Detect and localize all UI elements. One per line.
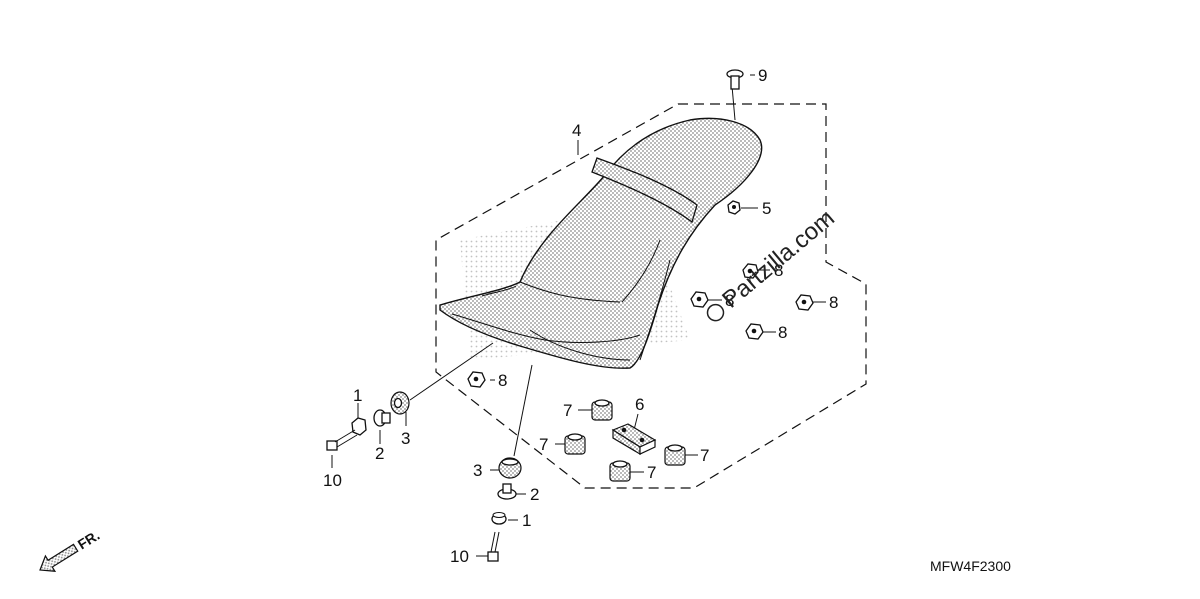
fastener-group-left bbox=[326, 391, 410, 451]
rubber-7-b bbox=[564, 433, 586, 455]
callout-6: 6 bbox=[635, 395, 644, 414]
nut-5 bbox=[727, 200, 741, 215]
bracket-6 bbox=[611, 423, 657, 456]
callout-7-a: 7 bbox=[563, 401, 572, 420]
washer-1-b bbox=[491, 512, 507, 525]
callout-10-b: 10 bbox=[450, 547, 469, 566]
washer-1-a bbox=[351, 417, 367, 436]
grommet-3-b bbox=[498, 457, 522, 479]
rubbers-7 bbox=[564, 399, 686, 482]
leader-lines bbox=[331, 74, 826, 557]
callout-7-c: 7 bbox=[647, 463, 656, 482]
bolt-10-a bbox=[326, 429, 358, 451]
callout-8-b: 8 bbox=[725, 291, 734, 310]
bolt-9 bbox=[726, 69, 744, 90]
callout-2-a: 2 bbox=[375, 444, 384, 463]
callout-8-d: 8 bbox=[778, 323, 787, 342]
callout-8-c: 8 bbox=[829, 293, 838, 312]
bolt-10-b bbox=[487, 531, 500, 562]
rubber-7-a bbox=[591, 399, 613, 421]
watermark: Partzilla.com bbox=[706, 205, 840, 322]
callout-1-b: 1 bbox=[522, 511, 531, 530]
rubber-7-d bbox=[664, 444, 686, 466]
collar-2-a bbox=[373, 409, 391, 427]
seat bbox=[439, 117, 763, 369]
nut-8-d bbox=[745, 323, 764, 340]
callout-5: 5 bbox=[762, 199, 771, 218]
fastener-group-bottom bbox=[487, 457, 522, 562]
callout-3-a: 3 bbox=[401, 429, 410, 448]
assembly-outline bbox=[435, 103, 867, 489]
collar-2-b bbox=[497, 483, 517, 500]
nuts-8 bbox=[467, 263, 814, 388]
callout-3-b: 3 bbox=[473, 461, 482, 480]
nut-8-e bbox=[467, 371, 486, 388]
nut-8-a bbox=[742, 263, 759, 279]
callout-7-b: 7 bbox=[539, 435, 548, 454]
drawing-code: MFW4F2300 bbox=[930, 558, 1011, 574]
callout-10-a: 10 bbox=[323, 471, 342, 490]
grommet-3-a bbox=[390, 391, 410, 415]
callout-9: 9 bbox=[758, 66, 767, 85]
nut-8-b bbox=[690, 291, 709, 308]
callout-8-a: 8 bbox=[774, 261, 783, 280]
nut-8-c bbox=[795, 294, 814, 311]
front-label: FR. bbox=[75, 527, 103, 553]
rubber-7-c bbox=[609, 460, 631, 482]
callout-2-b: 2 bbox=[530, 485, 539, 504]
callouts: 4 9 5 8 8 8 8 8 6 7 7 7 7 1 2 3 10 3 2 1… bbox=[323, 66, 838, 566]
front-arrow: FR. bbox=[39, 527, 103, 572]
callout-1-a: 1 bbox=[353, 386, 362, 405]
watermark-text: Partzilla.com bbox=[717, 205, 840, 314]
callout-7-d: 7 bbox=[700, 446, 709, 465]
callout-8-e: 8 bbox=[498, 371, 507, 390]
callout-4: 4 bbox=[572, 121, 581, 140]
